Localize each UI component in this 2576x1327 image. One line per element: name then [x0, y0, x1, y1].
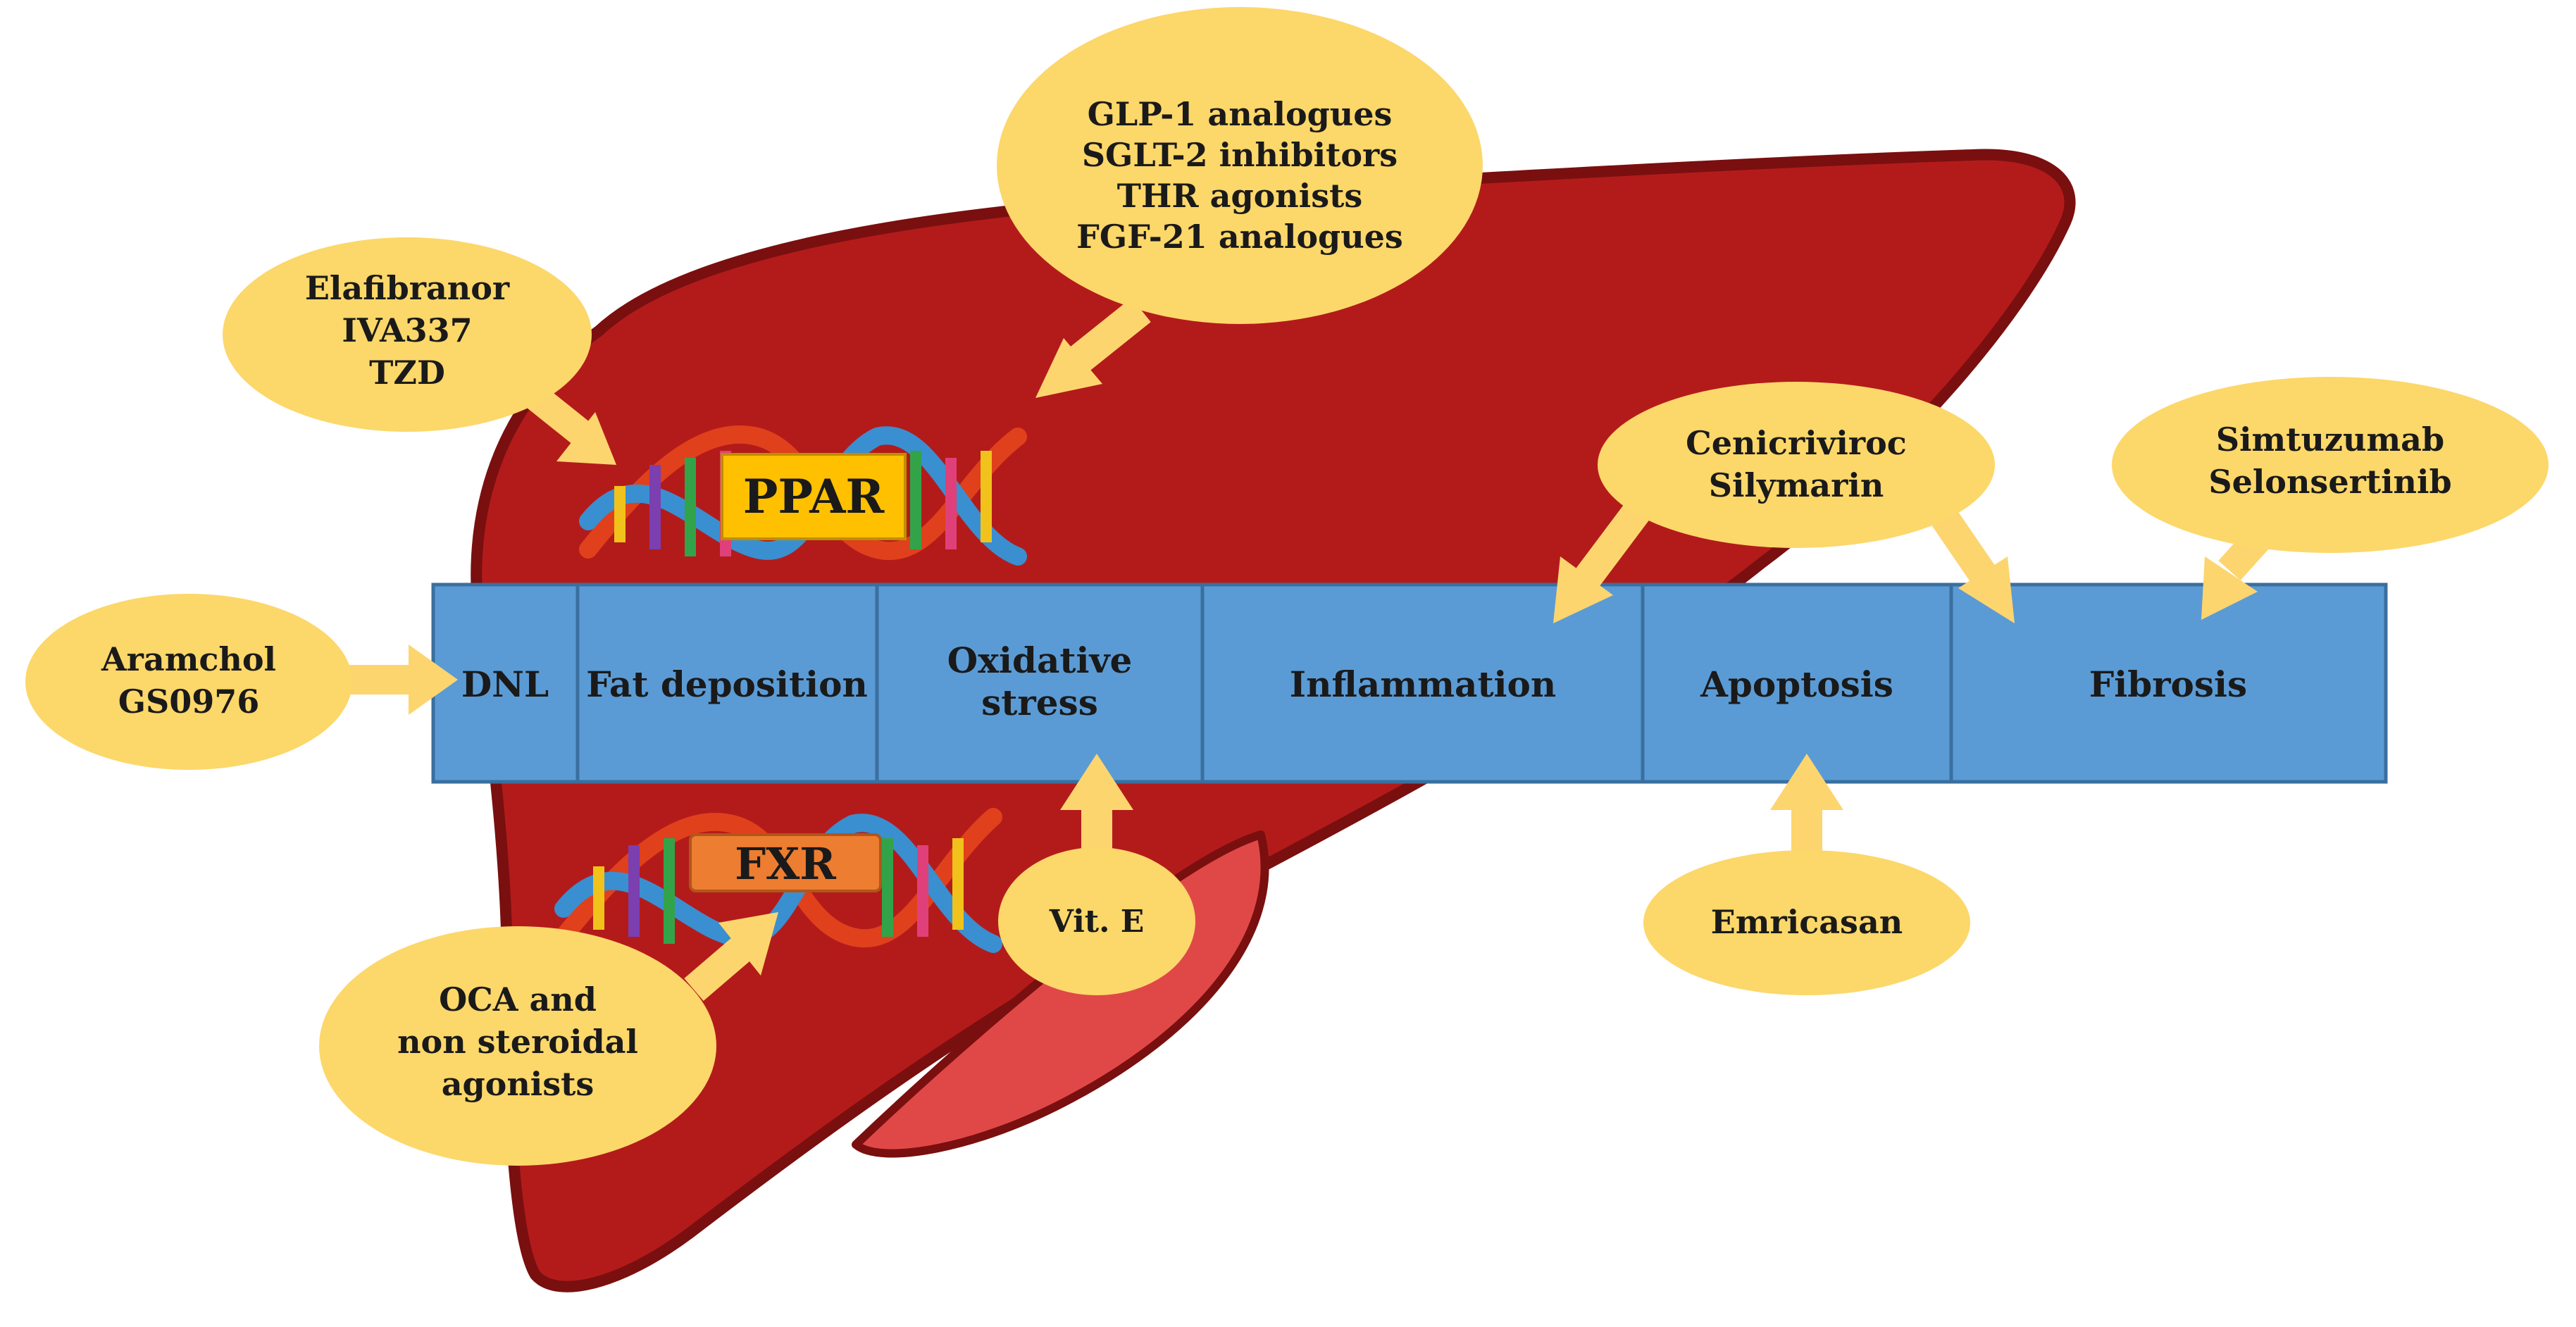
- bubble-ppar-agonists: Elafibranor IVA337 TZD: [223, 237, 592, 432]
- bubble-anti-inflammatory: Cenicriviroc Silymarin: [1598, 382, 1995, 548]
- stage-label-dnl: DNL: [461, 664, 549, 705]
- stage-cell-inflammation: [1200, 582, 1645, 784]
- stage-label-line: stress: [981, 682, 1098, 723]
- drug-sglt2: SGLT-2 inhibitors: [1082, 136, 1398, 174]
- drug-selonsertinib: Selonsertinib: [2208, 463, 2451, 501]
- ppar-box: [721, 453, 907, 540]
- drug-nonsteroidal: non steroidal: [397, 1023, 638, 1061]
- bubble-anti-apoptotic: Emricasan: [1643, 850, 1970, 995]
- stage-label-line: Oxidative: [947, 640, 1133, 681]
- drug-emricasan: Emricasan: [1711, 903, 1903, 941]
- drug-vit-e: Vit. E: [1049, 904, 1145, 940]
- drug-agonists: agonists: [442, 1065, 595, 1103]
- stage-label-fibrosis: Fibrosis: [2089, 664, 2247, 705]
- drug-fgf21: FGF-21 analogues: [1076, 218, 1403, 256]
- arrow-fxr-agonists: [684, 912, 778, 1001]
- stage-label-inflammation: Inflammation: [1290, 664, 1557, 705]
- drug-cenicriviroc: Cenicriviroc: [1686, 424, 1907, 462]
- drug-simtuzumab: Simtuzumab: [2216, 420, 2444, 459]
- drug-elafibranor: Elafibranor: [305, 269, 510, 307]
- drug-gs0976: GS0976: [118, 683, 260, 721]
- bubble-metabolic: GLP-1 analogues SGLT-2 inhibitors THR ag…: [997, 7, 1483, 324]
- stage-cell-fibrosis: [1949, 582, 2388, 784]
- ppar-label: PPAR: [743, 469, 885, 524]
- bubble-fxr-agonists: OCA and non steroidal agonists: [319, 926, 716, 1166]
- bubble-antioxidant: Vit. E: [998, 847, 1195, 995]
- arrow-anti-inflammatory-1: [1553, 501, 1650, 623]
- bubble-dnl-inhibitors: Aramchol GS0976: [25, 594, 352, 770]
- drug-thr: THR agonists: [1117, 177, 1363, 215]
- fxr-box: [689, 833, 882, 892]
- drug-silymarin: Silymarin: [1709, 466, 1884, 504]
- drug-iva337: IVA337: [342, 311, 472, 349]
- drug-glp1: GLP-1 analogues: [1088, 95, 1393, 133]
- drug-aramchol: Aramchol: [101, 640, 276, 678]
- drug-tzd: TZD: [369, 354, 445, 392]
- stage-label-fat-deposition: Fat deposition: [586, 664, 868, 705]
- bubble-anti-fibrotic: Simtuzumab Selonsertinib: [2112, 377, 2549, 553]
- stage-cell-dnl: [431, 582, 580, 784]
- drug-oca: OCA and: [439, 980, 597, 1018]
- fxr-label: FXR: [735, 838, 836, 890]
- arrow-metabolic: [1035, 297, 1151, 398]
- stage-label-apoptosis: Apoptosis: [1700, 664, 1893, 705]
